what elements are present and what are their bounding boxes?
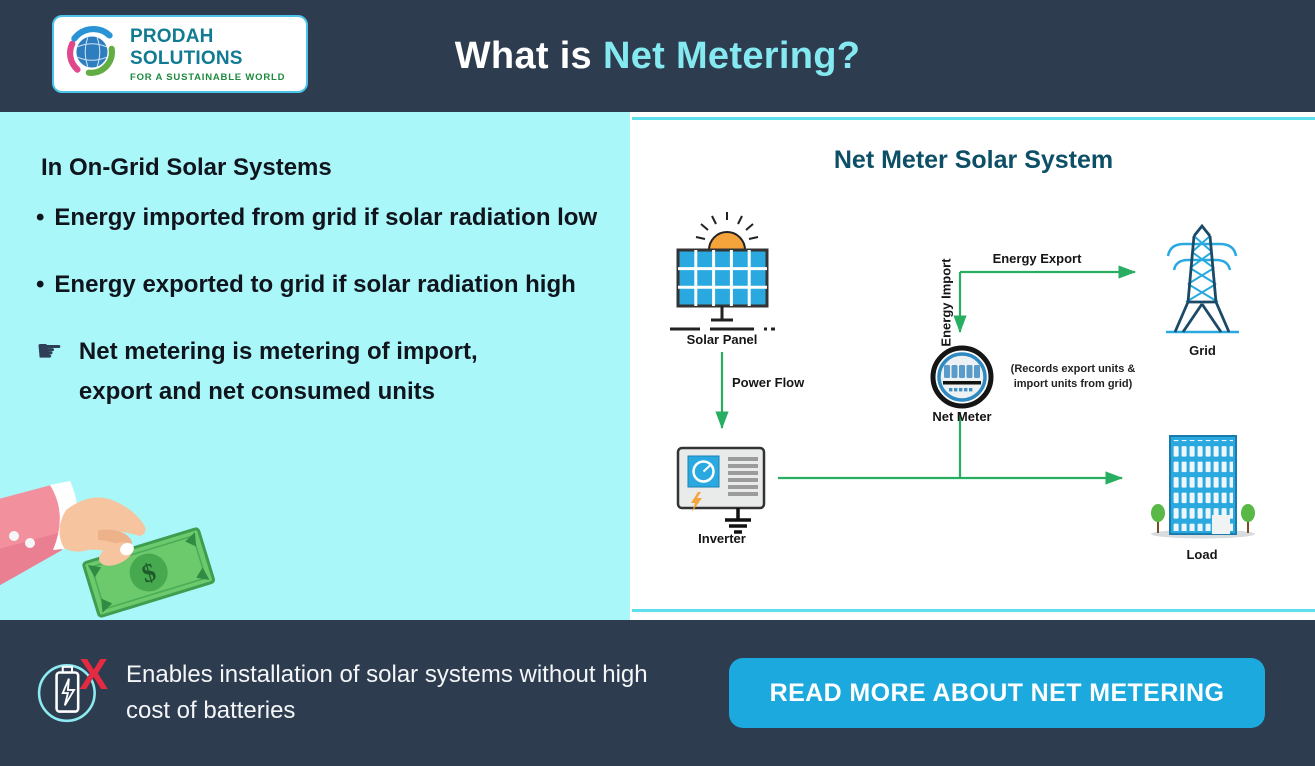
net-meter-label: Net Meter — [932, 409, 992, 424]
diagram-panel: Net Meter Solar System — [632, 112, 1315, 620]
logo-tagline: FOR A SUSTAINABLE WORLD — [130, 71, 286, 83]
header-bar: PRODAH SOLUTIONS FOR A SUSTAINABLE WORLD… — [0, 0, 1315, 112]
bullet-item-import: • Energy imported from grid if solar rad… — [36, 198, 601, 239]
energy-import-label: Energy Import — [938, 258, 954, 347]
inverter-icon — [676, 446, 771, 543]
footer-bar: X Enables installation of solar systems … — [0, 620, 1315, 766]
footer-note: Enables installation of solar systems wi… — [126, 661, 648, 724]
grid-tower-icon — [1160, 223, 1245, 344]
pointer-note-row: ☛ Net metering is metering of import, ex… — [36, 332, 556, 414]
diagram-title: Net Meter Solar System — [833, 146, 1114, 174]
no-battery-icon: X — [36, 649, 108, 738]
company-logo: PRODAH SOLUTIONS FOR A SUSTAINABLE WORLD — [52, 15, 308, 93]
load-label: Load — [1186, 547, 1218, 562]
pointing-hand-icon: ☛ — [36, 334, 63, 368]
page-title-prefix: What is — [454, 34, 592, 77]
net-meter-icon — [930, 345, 994, 414]
solar-panel-icon — [670, 208, 775, 338]
net-meter-diagram: Net Meter Solar System — [632, 112, 1315, 620]
main-content: In On-Grid Solar Systems • Energy import… — [0, 112, 1315, 620]
divider — [632, 609, 1315, 612]
divider — [632, 117, 1315, 120]
bullet-glyph: • — [36, 204, 45, 231]
bullet-glyph: • — [36, 270, 45, 298]
hand-holding-money-illustration: $ — [0, 470, 245, 620]
net-meter-note: (Records export units & import units fro… — [1010, 363, 1136, 390]
page-title: What is Net Metering? — [0, 0, 1315, 112]
logo-name: PRODAH SOLUTIONS — [130, 25, 243, 69]
pointer-note-text: Net metering is metering of import, expo… — [78, 337, 478, 406]
page-title-highlight: Net Metering? — [602, 34, 861, 77]
bullet-text: Energy exported to grid if solar radiati… — [54, 270, 576, 298]
bullet-item-export: • Energy exported to grid if solar radia… — [36, 265, 601, 306]
load-building-icon — [1148, 428, 1258, 551]
read-more-button[interactable]: READ MORE ABOUT NET METERING — [729, 658, 1265, 728]
inverter-label: Inverter — [698, 531, 746, 546]
power-flow-label: Power Flow — [732, 375, 805, 390]
solar-panel-label: Solar Panel — [686, 332, 758, 347]
grid-label: Grid — [1189, 343, 1216, 358]
energy-export-label: Energy Export — [992, 251, 1082, 266]
svg-text:X: X — [79, 650, 108, 698]
left-heading: In On-Grid Solar Systems — [41, 154, 332, 181]
key-points-panel: In On-Grid Solar Systems • Energy import… — [0, 112, 630, 620]
globe-swirl-icon — [64, 23, 122, 86]
bullet-text: Energy imported from grid if solar radia… — [54, 204, 598, 231]
